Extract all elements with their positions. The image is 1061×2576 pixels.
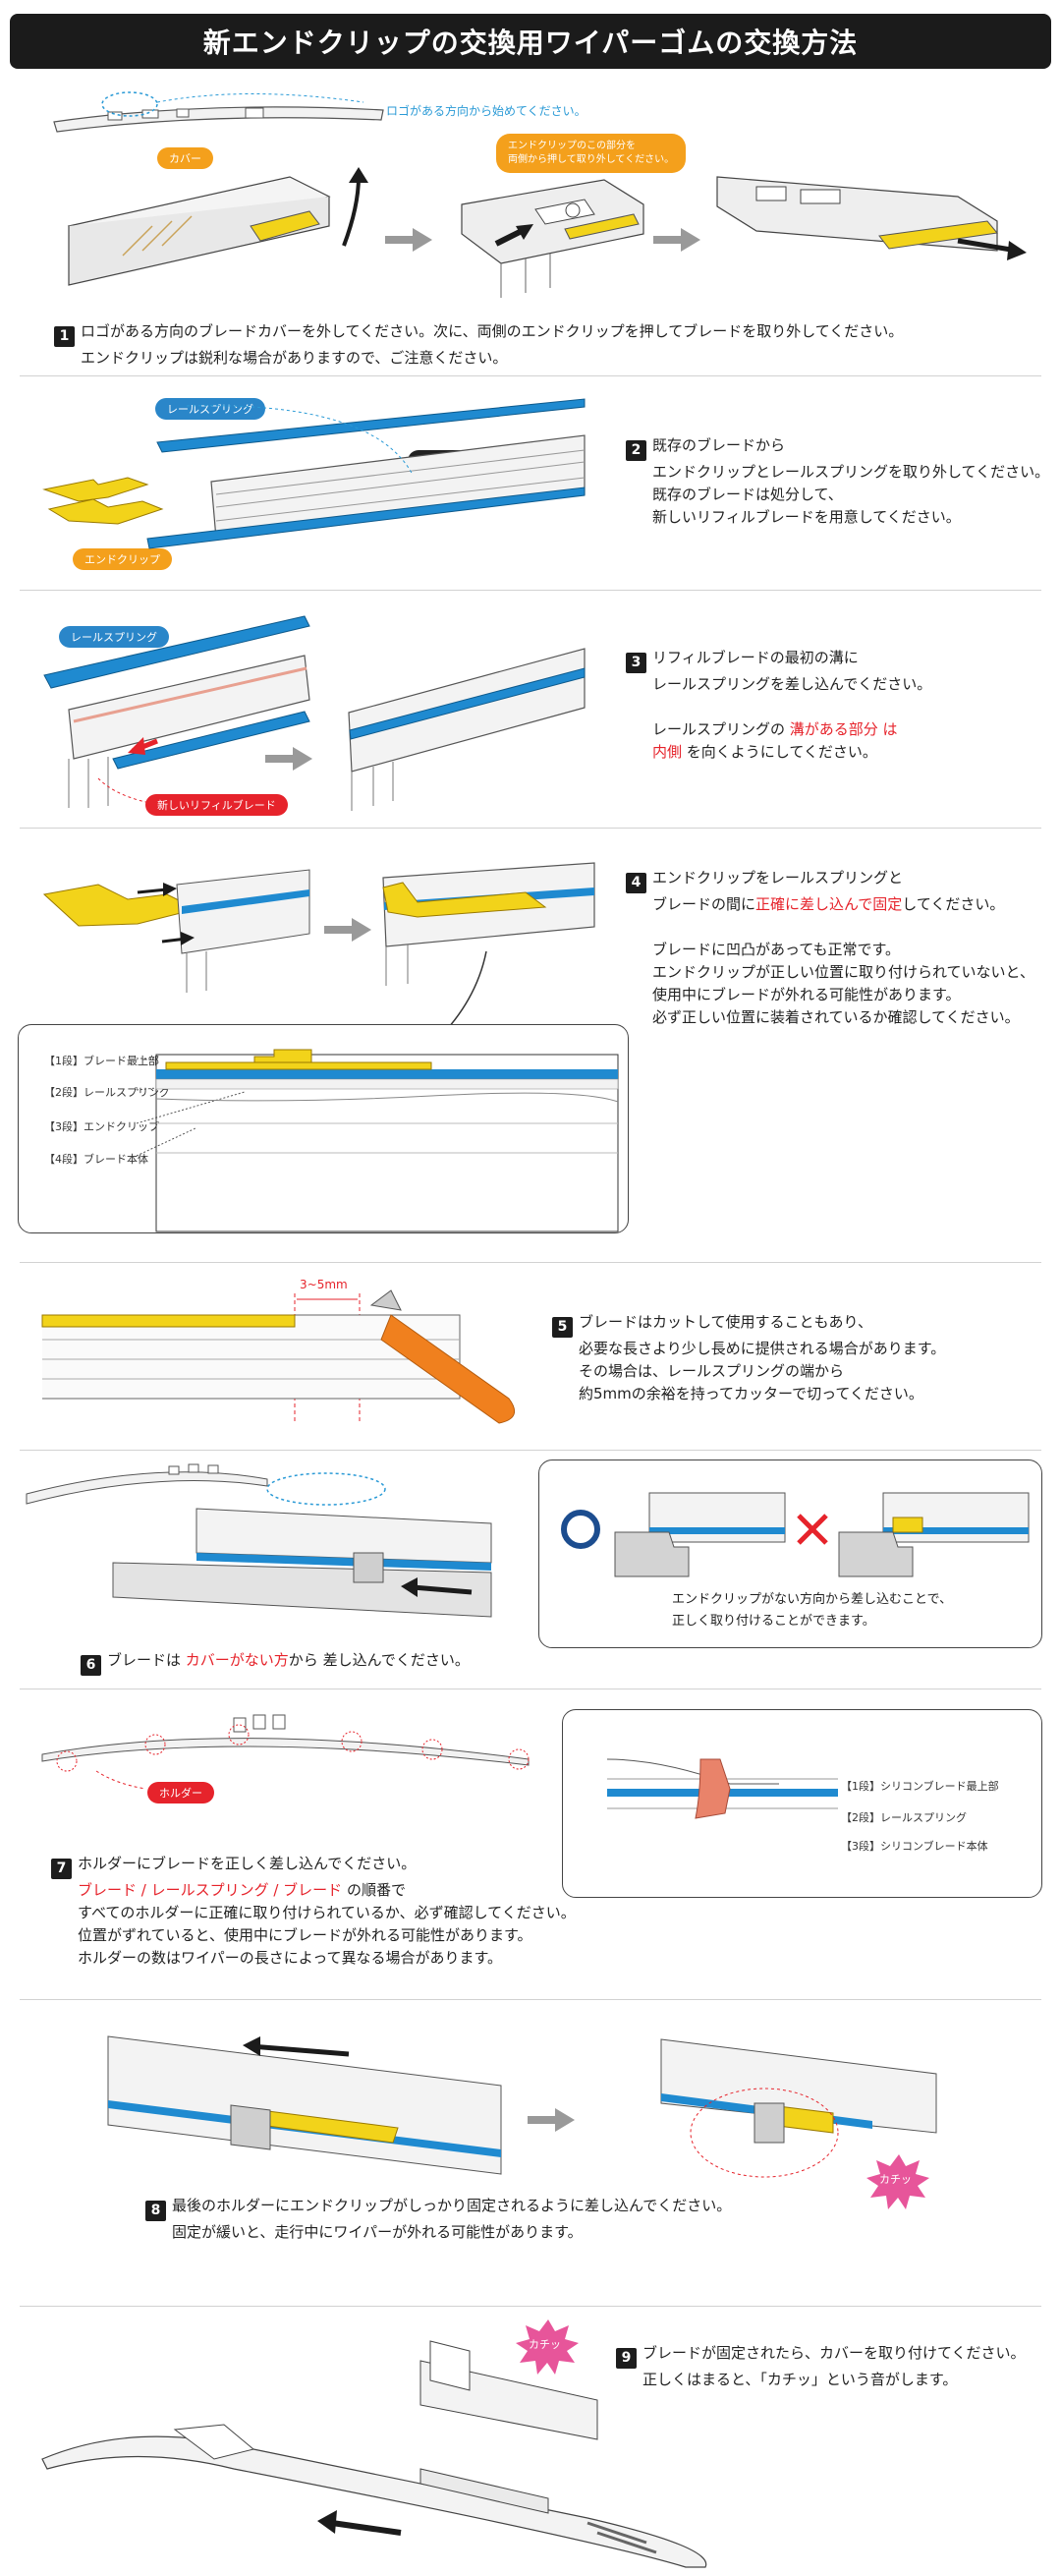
divider (20, 1450, 1041, 1451)
direction-compare-panel: エンドクリップがない方向から差し込むことで、 正しく取り付けることができます。 (538, 1460, 1042, 1648)
divider (20, 2306, 1041, 2307)
divider (20, 828, 1041, 829)
disassembled-blade-illustration (42, 398, 586, 549)
step-number: 1 (54, 326, 75, 347)
divider (20, 375, 1041, 376)
blade-insert-illustration (112, 1508, 492, 1618)
holder-cross-section-illustration (606, 1758, 838, 1819)
rail-inserted-illustration (348, 648, 586, 811)
rail-spring-tag: レールスプリング (59, 626, 169, 648)
endclip-press-illustration (461, 179, 644, 298)
arrow-icon (324, 918, 371, 942)
final-holder-fixed-illustration (660, 2038, 937, 2178)
logo-direction-note: ロゴがある方向から始めてください。 (386, 104, 586, 118)
arrow-icon (385, 228, 432, 252)
arrow-icon (265, 747, 312, 771)
layer-label: 【4段】ブレード本体 (44, 1153, 148, 1166)
step-number: 3 (626, 653, 646, 673)
blade-slide-out-illustration (716, 176, 1027, 260)
correct-circle-icon (561, 1510, 600, 1549)
layer-label: 【3段】エンドクリップ (44, 1120, 159, 1133)
holder-tag: ホルダー (147, 1782, 214, 1803)
endclip-fixed-illustration (382, 862, 595, 1041)
endclip-insert-illustration (42, 869, 310, 993)
step-number: 4 (626, 873, 646, 893)
step-number: 7 (51, 1859, 72, 1879)
click-text: カチッ (879, 2173, 912, 2186)
cover-tag: カバー (157, 147, 213, 169)
final-holder-insert-illustration (107, 2035, 502, 2175)
step-number: 6 (81, 1655, 101, 1676)
arrow-icon (653, 228, 700, 252)
step-number: 2 (626, 440, 646, 461)
click-burst-icon (866, 2154, 929, 2209)
divider (20, 590, 1041, 591)
correct-insert-illustration (614, 1492, 786, 1577)
measure-label: 3~5mm (300, 1278, 348, 1291)
endclip-callout: エンドクリップのこの部分を 両側から押して取り外してください。 (496, 134, 687, 173)
divider (20, 1262, 1041, 1263)
click-burst-icon (516, 2319, 579, 2375)
step-number: 9 (616, 2348, 637, 2369)
cover-removal-illustration (67, 167, 368, 286)
layer-label: 【1段】ブレード最上部 (44, 1055, 159, 1067)
incorrect-x-icon (797, 1514, 828, 1545)
layer-label: 【1段】シリコンブレード最上部 (841, 1780, 999, 1793)
layer-detail-panel: 【1段】ブレード最上部 【2段】レールスプリング 【3段】エンドクリップ 【4段… (18, 1024, 629, 1233)
holder-layer-panel: 【1段】シリコンブレード最上部 【2段】レールスプリング 【3段】シリコンブレー… (562, 1709, 1042, 1898)
layer-label: 【2段】レールスプリング (841, 1811, 967, 1824)
layer-cross-section-illustration (136, 1049, 619, 1232)
wiper-holder-illustration (41, 1714, 530, 1790)
cutter-illustration (41, 1289, 516, 1424)
wiper-overview-illustration (53, 91, 384, 133)
wiper-side-illustration (26, 1463, 386, 1506)
layer-label: 【3段】シリコンブレード本体 (841, 1840, 988, 1853)
step-number: 8 (145, 2201, 166, 2221)
step-number: 5 (552, 1317, 573, 1338)
new-refill-blade-tag: 新しいリフィルブレード (145, 794, 288, 816)
incorrect-insert-illustration (838, 1492, 1030, 1577)
page-title: 新エンドクリップの交換用ワイパーゴムの交換方法 (10, 14, 1051, 69)
rail-insertion-illustration (43, 615, 310, 809)
click-text: カチッ (529, 2338, 561, 2351)
endclip-tag: エンドクリップ (73, 548, 172, 570)
arrow-icon (528, 2108, 575, 2132)
cover-attach-illustration (41, 2340, 707, 2568)
divider (20, 1999, 1041, 2000)
panel-note: エンドクリップがない方向から差し込むことで、 正しく取り付けることができます。 (672, 1592, 953, 1629)
layer-label: 【2段】レールスプリング (44, 1086, 170, 1099)
